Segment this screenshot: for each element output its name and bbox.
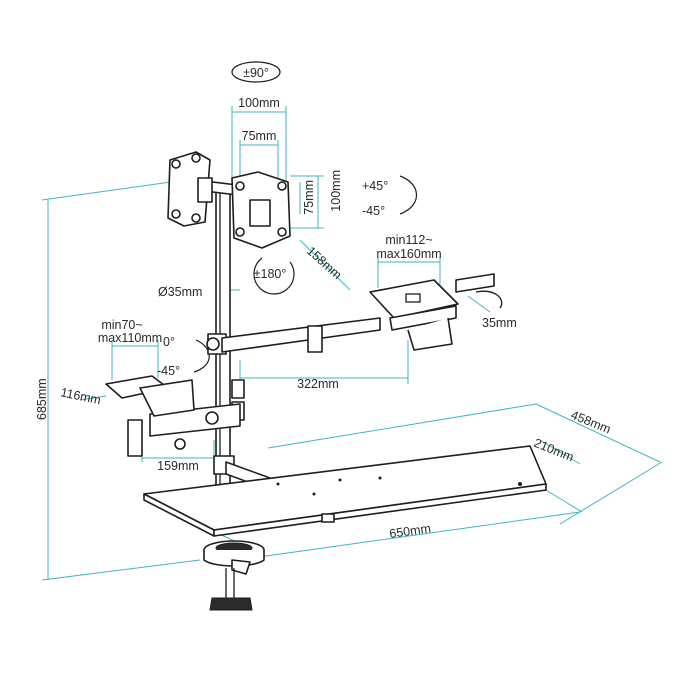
arm-knob-icon [206,337,220,351]
vesa-hole [235,227,245,237]
depth-458-line [535,403,661,463]
depth-458-label: 458mm [569,408,613,437]
phone-116-label: 116mm [59,385,102,407]
tilt-0-label: 0° [163,335,175,349]
swivel-180-arrow-icon [253,257,295,295]
tilt-down-label: -45° [362,204,385,218]
depth-210-line [539,439,581,465]
shelf-dot [518,482,522,486]
shelf-650-line [265,511,581,557]
middle-arm-bar [221,317,381,353]
shelf-650-label: 650mm [388,521,431,541]
phone-tilt-arrow-icon [193,339,210,373]
depth-458-top-ext [267,403,537,449]
tablet-tray-front [389,305,457,331]
phone-knob-icon [174,438,186,450]
swivel-180-label: ±180° [254,267,287,281]
vesa-hole [191,153,201,163]
tablet-hook [475,290,503,309]
pole-collar [231,379,245,399]
pole-diameter-label: Ø35mm [158,285,202,299]
dimension-labels: ±90° 100mm 75mm 75mm 100mm +45° -45° ±18… [35,66,613,541]
tilt-arrow-icon [399,175,417,215]
tilt-minus-45-label: -45° [157,364,180,378]
tablet-side-bracket [455,273,495,293]
depth-458-bottom-ext [559,461,663,525]
shelf-dot [338,478,342,482]
tablet-tray [369,279,459,319]
arm-159-label: 159mm [157,459,199,473]
shelf-bottom-tab [321,513,335,523]
vesa-inner-height-label: 75mm [302,180,316,215]
phone-range-label-2: max110mm [98,331,162,345]
tablet-stand-frame [407,317,453,351]
height-top-extension [41,179,186,201]
rotation-indicators [193,61,417,373]
shelf-dot [378,476,382,480]
shelf-dot [312,492,316,496]
vesa-hole [171,159,181,169]
vesa-outer-width-label: 100mm [238,96,280,110]
keyboard-shelf-edge-front [213,483,547,537]
rotate-90-arrow-icon [231,61,281,83]
hook-35-label: 35mm [482,316,517,330]
vesa-hole [191,213,201,223]
vesa-hole [171,209,181,219]
arm-158-line [299,239,351,291]
phone-range-label-1: min70~ [101,318,142,332]
arm-322-label: 322mm [297,377,339,391]
arm-158-label: 158mm [304,244,344,282]
vesa-hole [277,227,287,237]
vesa-hole [277,181,287,191]
shelf-650-right-ext [545,489,583,513]
tilt-up-label: +45° [362,179,388,193]
hook-35-leader [467,295,491,313]
tilt-knob [197,177,213,203]
tablet-range-label-2: max160mm [376,247,441,261]
height-bottom-extension [41,559,201,581]
vesa-inner-width-label: 75mm [242,129,277,143]
clamp-knob-icon [209,597,253,611]
shelf-dot [276,482,280,486]
tablet-slot [405,293,421,303]
dimension-lines [41,106,663,581]
vesa-hole [235,181,245,191]
phone-tray-frame [139,379,195,417]
depth-210-label: 210mm [532,436,576,465]
vesa-outer-height-label: 100mm [329,170,343,212]
vesa-plate-left [167,151,211,227]
desk-clamp-jaw [231,559,251,575]
cable-clip-middle [307,325,323,353]
tablet-range-label-1: min112~ [385,233,432,247]
phone-arm-post [127,419,143,457]
rotate-90-label: ±90° [243,66,269,80]
mount-line-art [105,151,547,611]
total-height-label: 685mm [35,378,49,420]
vesa-center-bracket [249,199,271,227]
phone-knob-icon [205,411,219,425]
phone-116-line [79,395,107,401]
